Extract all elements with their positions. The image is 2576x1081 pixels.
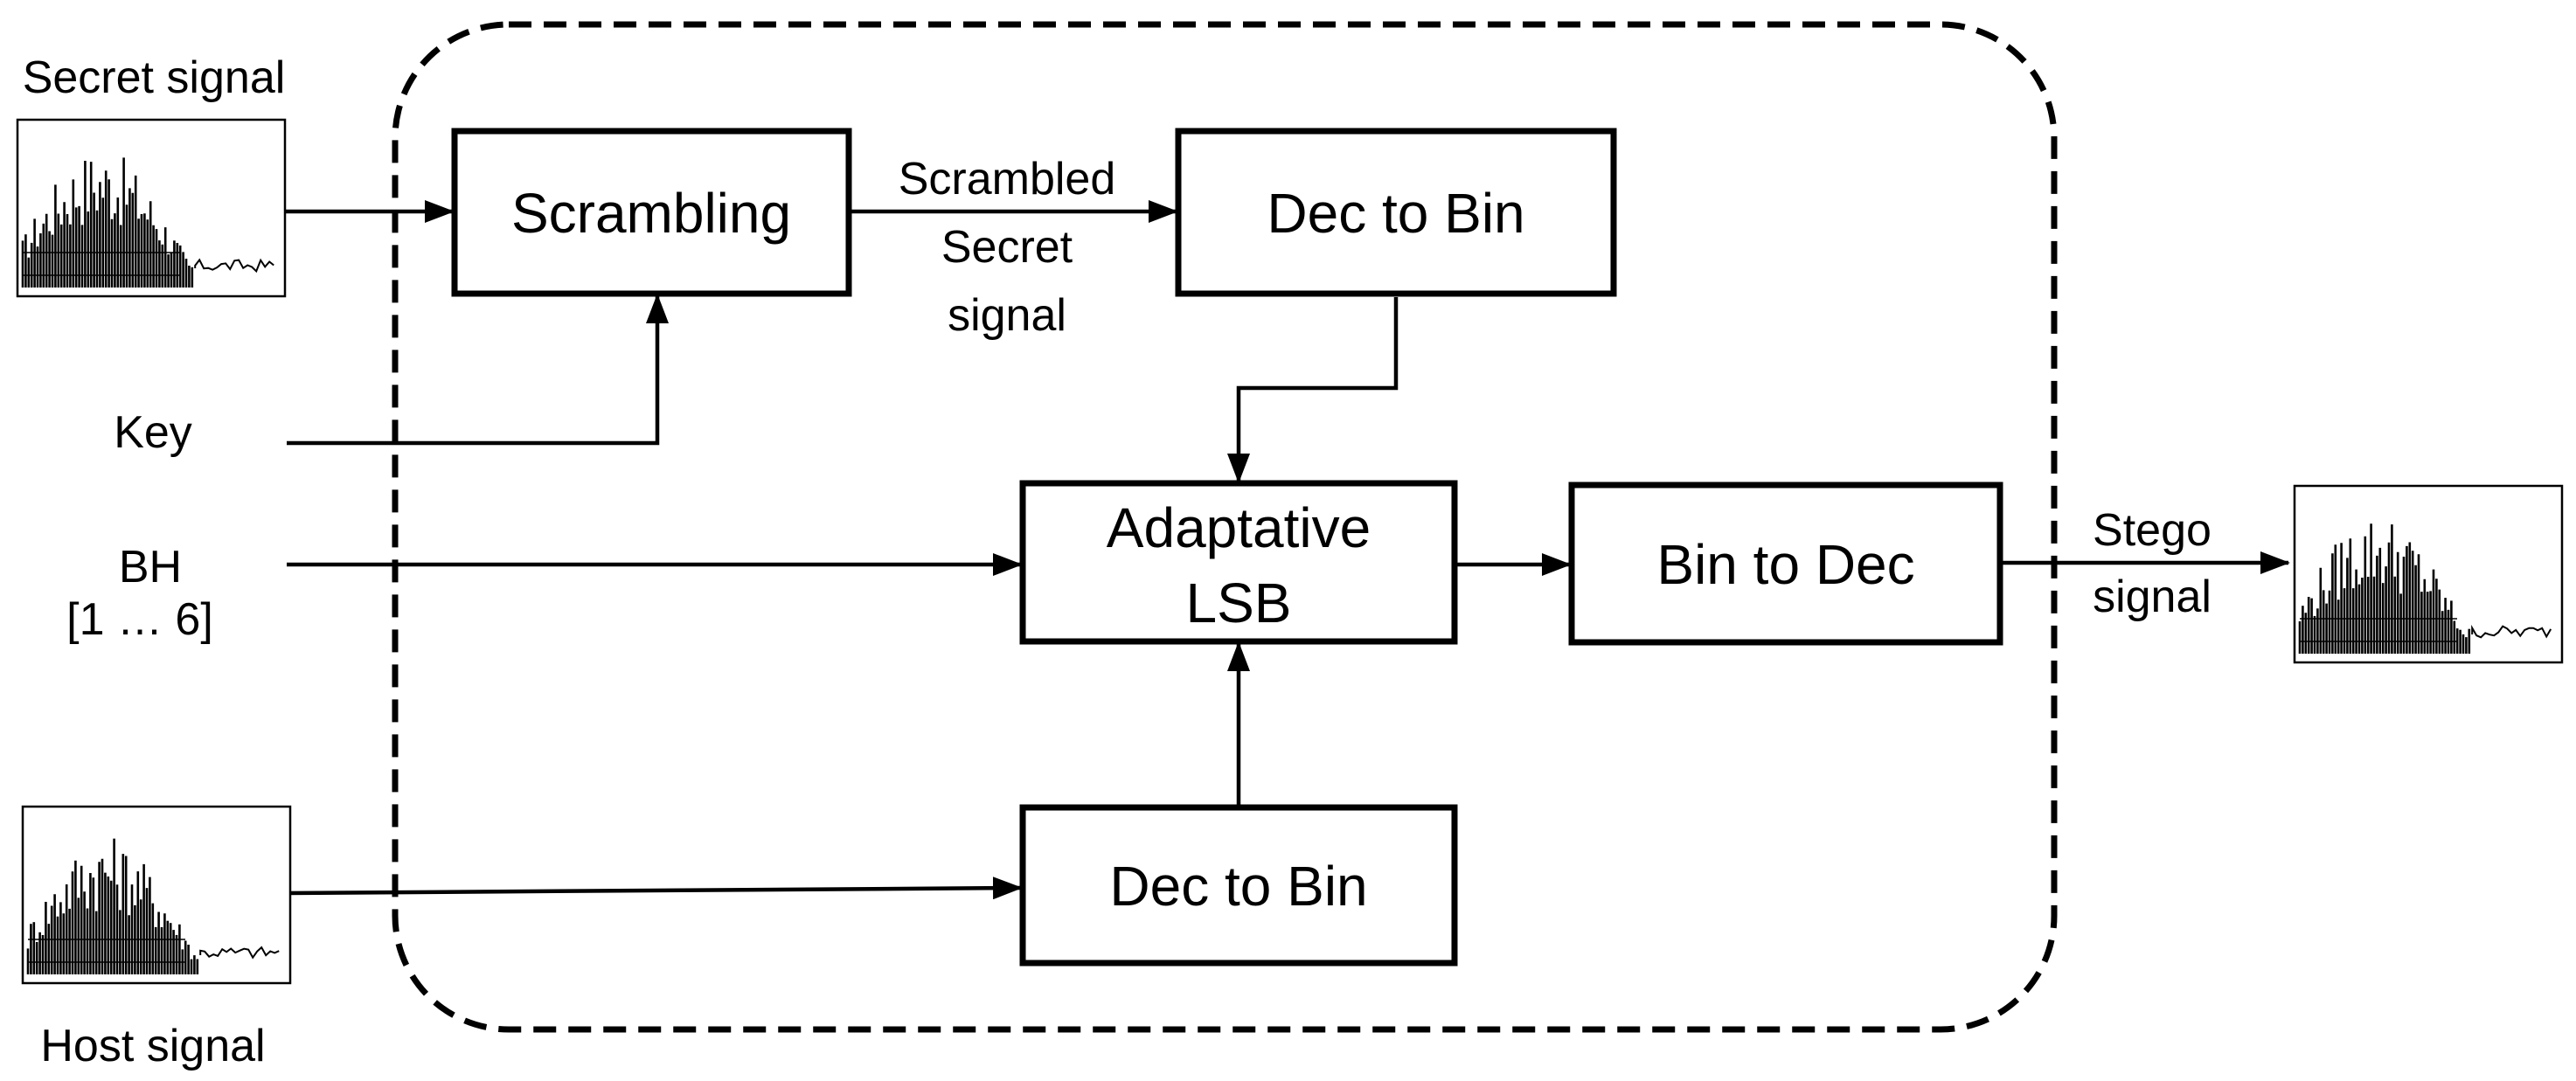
dec-to-bin-bottom-label: Dec to Bin [1109,855,1367,918]
secret-signal-label: Secret signal [23,52,286,103]
adaptive-lsb-block: Adaptative LSB [1019,480,1458,645]
bh-label: BH [119,542,182,592]
secret-signal-thumbnail [16,118,287,298]
waveform [26,838,280,974]
bin-to-dec-block: Bin to Dec [1568,482,2003,646]
dec-to-bin-top-block: Dec to Bin [1175,128,1617,297]
dec-to-bin-top-label: Dec to Bin [1267,182,1524,245]
scrambled-label-line2: Secret [941,222,1073,273]
dec-to-bin-bottom-block: Dec to Bin [1019,804,1458,967]
waveform [2298,523,2552,654]
stego-signal-thumbnail [2293,484,2564,664]
host-to-dec-to-bin-arrow [286,877,1023,900]
adaptive-lsb-label-line2: LSB [1186,572,1292,634]
scrambled-label-line1: Scrambled [899,154,1116,204]
system-boundary [392,21,2058,1033]
stego-label-line2: signal [2093,572,2211,622]
scrambling-label: Scrambling [511,182,791,245]
bin-to-dec-label: Bin to Dec [1656,533,1914,596]
scrambled-label-line3: signal [948,290,1066,341]
scrambling-block: Scrambling [451,128,852,297]
host-signal-label: Host signal [40,1021,265,1071]
key-to-scrambling-arrow [287,294,669,446]
key-label: Key [114,407,192,458]
stego-label-line1: Stego [2093,505,2211,556]
dec-to-bin-to-lsb-arrow [1227,297,1399,483]
adaptive-lsb-label-line1: Adaptative [1107,496,1371,559]
host-signal-thumbnail [21,805,292,985]
waveform [21,157,274,288]
bh-range-label: [1 … 6] [66,594,213,645]
